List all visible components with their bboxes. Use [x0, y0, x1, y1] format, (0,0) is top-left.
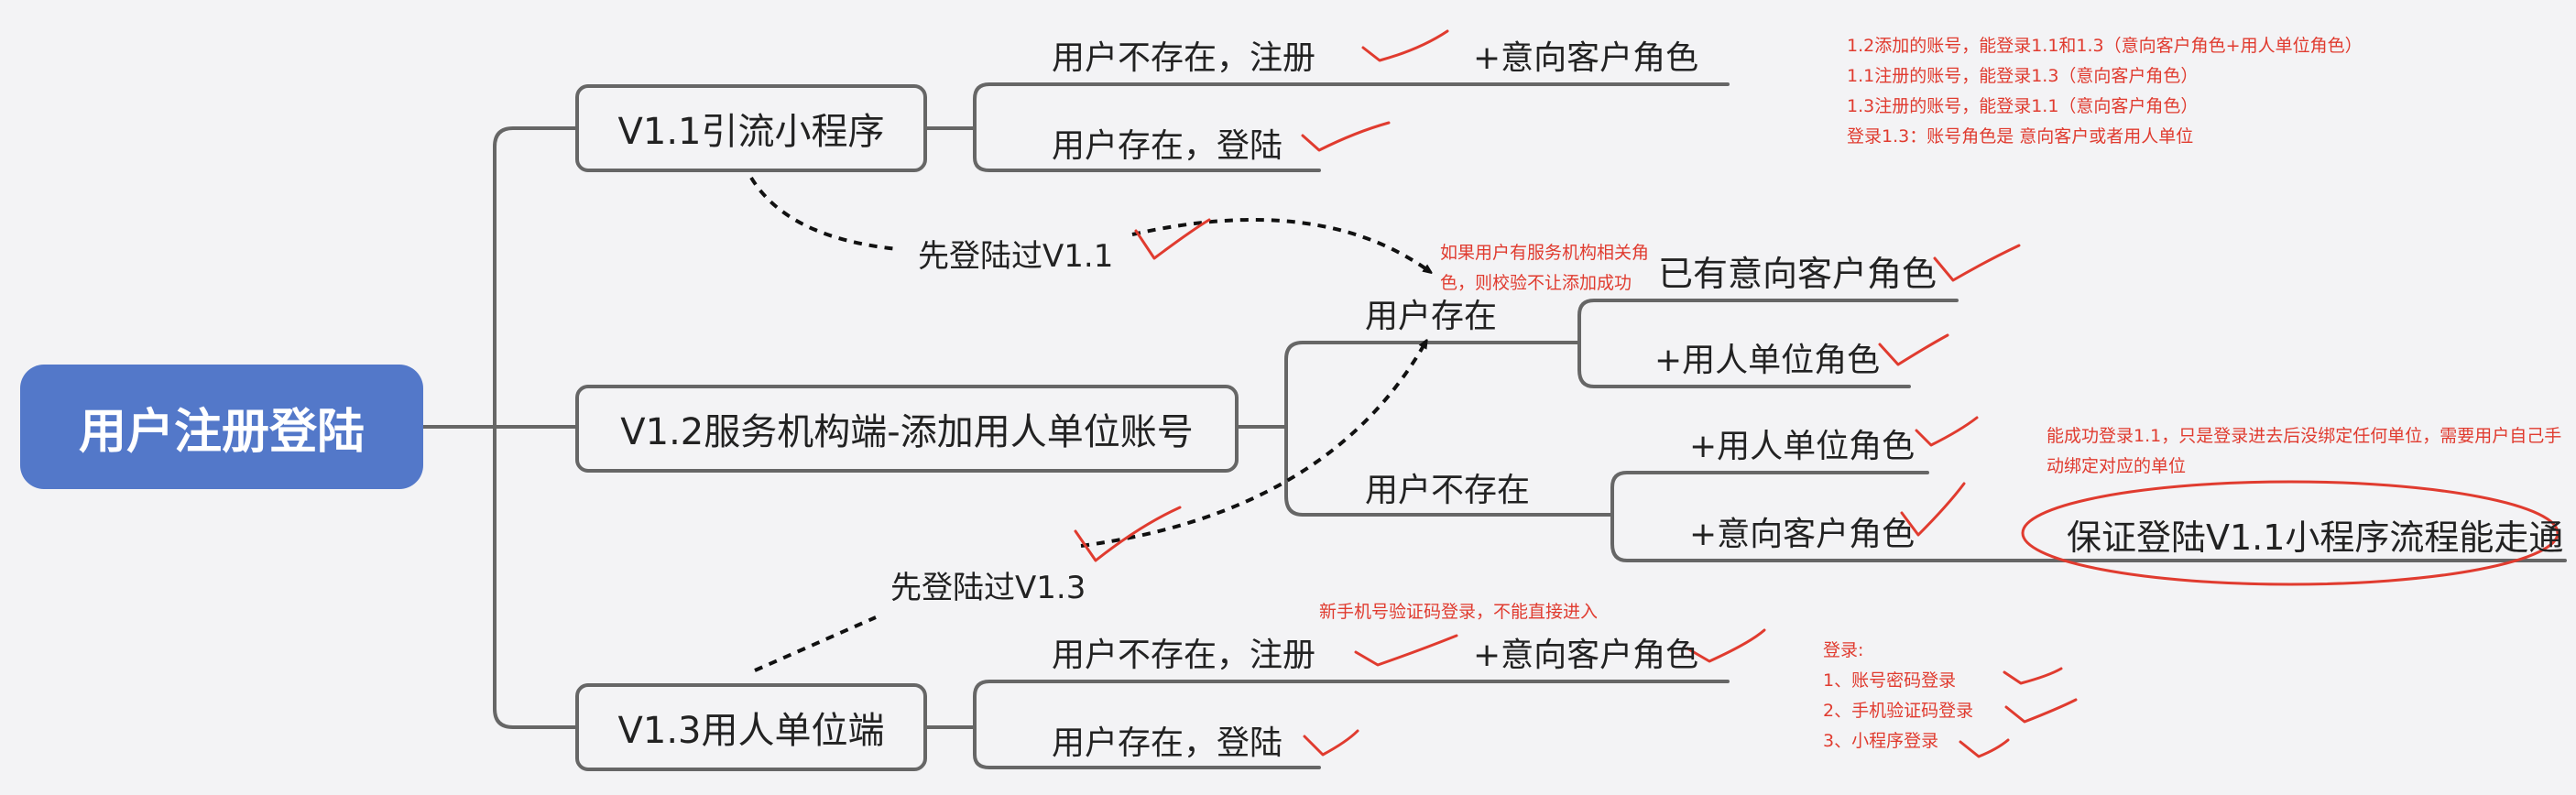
note-line: 3、小程序登录: [1823, 731, 1939, 751]
note-line: 2、手机验证码登录: [1823, 701, 1974, 721]
note-line: 动绑定对应的单位: [2047, 456, 2187, 476]
connector-exists-children: [1577, 299, 1959, 388]
note-login-methods: 登录: 1、账号密码登录 2、手机验证码登录 3、小程序登录: [1823, 636, 1973, 757]
check-mark: [1686, 628, 1766, 663]
note-line: 如果用户有服务机构相关角: [1440, 243, 1650, 263]
note-line: 能成功登录1.1，只是登录进去后没绑定任何单位，需要用户自己手: [2047, 426, 2562, 446]
connector-root-v13: [493, 425, 577, 729]
label-pre-login-v13[interactable]: 先登陆过V1.3: [890, 570, 1086, 606]
note-service-role: 如果用户有服务机构相关角 色，则校验不让添加成功: [1440, 238, 1649, 299]
check-mark: [1878, 333, 1949, 366]
node-v13-register-extra[interactable]: +意向客户角色: [1473, 637, 1699, 674]
connector-v13-children: [925, 680, 1730, 769]
node-v11-login[interactable]: 用户存在，登陆: [1052, 127, 1283, 165]
note-bind-unit: 能成功登录1.1，只是登录进去后没绑定任何单位，需要用户自己手 动绑定对应的单位: [2047, 421, 2561, 482]
check-mark: [2004, 698, 2078, 724]
connector-v12-children: [1237, 341, 1614, 517]
check-mark: [2003, 667, 2063, 685]
check-mark: [1074, 506, 1182, 562]
node-user-exists[interactable]: 用户存在: [1365, 298, 1498, 335]
note-line: 1、账号密码登录: [1823, 670, 1957, 691]
note-line: 1.3注册的账号，能登录1.1（意向客户角色）: [1847, 96, 2199, 116]
label-pre-login-v11[interactable]: 先登陆过V1.1: [918, 238, 1114, 275]
node-v13-register[interactable]: 用户不存在，注册: [1052, 637, 1316, 674]
note-top-right: 1.2添加的账号，能登录1.1和1.3（意向客户角色+用人单位角色） 1.1注册…: [1847, 31, 2363, 152]
check-mark: [1361, 29, 1449, 62]
node-user-not-exists[interactable]: 用户不存在: [1365, 472, 1531, 509]
connector-v11-children: [925, 82, 1730, 172]
check-mark: [1915, 416, 1979, 447]
check-mark: [1354, 634, 1458, 667]
node-guarantee[interactable]: 保证登陆V1.1小程序流程能走通: [2067, 517, 2564, 558]
check-mark: [1959, 738, 2010, 758]
node-not-exists-add-customer-role[interactable]: +意向客户角色: [1689, 516, 1916, 553]
note-new-phone: 新手机号验证码登录，不能直接进入: [1319, 602, 1599, 622]
root-node[interactable]: 用户注册登陆: [20, 365, 423, 489]
connector-root-v11: [493, 126, 577, 429]
check-mark: [1933, 244, 2021, 282]
dashed-arrow-to-exists: [1131, 218, 1429, 271]
node-v13-login[interactable]: 用户存在，登陆: [1052, 724, 1283, 762]
check-mark: [1900, 482, 1966, 537]
dashed-arrow-v13-to-exists: [1080, 343, 1425, 548]
dashed-line-v13-up: [754, 615, 877, 672]
node-v11-register-extra[interactable]: +意向客户角色: [1473, 39, 1699, 77]
note-line: 登录:: [1823, 640, 1864, 660]
note-line: 1.1注册的账号，能登录1.3（意向客户角色）: [1847, 66, 2199, 86]
note-line: 登录1.3：账号角色是 意向客户或者用人单位: [1847, 126, 2194, 147]
node-v13[interactable]: V1.3用人单位端: [575, 683, 927, 771]
highlight-ellipse: [2021, 480, 2560, 586]
node-not-exists-add-unit-role[interactable]: +用人单位角色: [1689, 428, 1916, 465]
note-line: 色，则校验不让添加成功: [1440, 273, 1632, 293]
check-mark: [1303, 729, 1359, 757]
node-v11[interactable]: V1.1引流小程序: [575, 84, 927, 172]
node-v12[interactable]: V1.2服务机构端-添加用人单位账号: [575, 385, 1239, 473]
node-exists-add-unit-role[interactable]: +用人单位角色: [1654, 342, 1881, 379]
connector-not-exists-children: [1610, 471, 2567, 562]
note-line: 1.2添加的账号，能登录1.1和1.3（意向客户角色+用人单位角色）: [1847, 36, 2363, 56]
node-v11-register[interactable]: 用户不存在，注册: [1052, 39, 1316, 77]
check-mark: [1301, 121, 1391, 152]
node-existing-customer-role[interactable]: 已有意向客户角色: [1658, 254, 1937, 294]
check-mark: [1134, 218, 1211, 260]
dashed-line-v11-down: [749, 176, 899, 251]
